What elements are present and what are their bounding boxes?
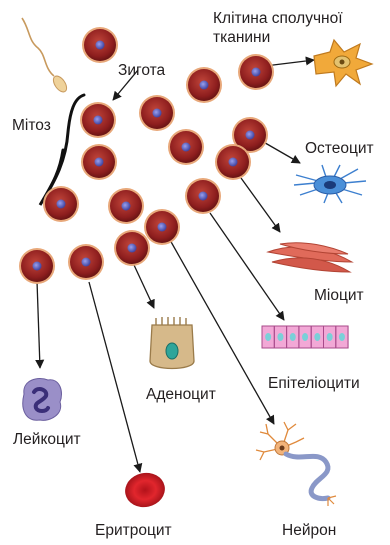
dividing-cell (108, 188, 144, 224)
dividing-cell (81, 144, 117, 180)
label-neuron: Нейрон (282, 522, 336, 540)
erythrocyte-icon (122, 469, 168, 511)
epithelial-nucleus (277, 333, 283, 341)
label-connective-cell-line2: тканини (213, 29, 270, 47)
adenocyte-icon (150, 317, 194, 369)
label-zygote: Зигота (118, 62, 165, 80)
arrow-to-adenocyte (134, 265, 154, 308)
label-osteocyte: Остеоцит (305, 140, 374, 158)
arrow-to-leukocyte (37, 281, 40, 368)
myocyte-icon (268, 243, 352, 272)
dividing-cell (68, 244, 104, 280)
epithelial-nucleus (265, 333, 271, 341)
sperm-icon (22, 18, 69, 94)
label-erythrocyte: Еритроцит (95, 522, 172, 540)
arrow-to-erythrocyte (89, 282, 140, 472)
dividing-cell (19, 248, 55, 284)
connective-cell-icon (314, 40, 372, 86)
label-leukocyte: Лейкоцит (13, 431, 81, 449)
arrow-to-osteocyte (260, 140, 300, 163)
label-connective-cell-line1: Клітина сполучної (213, 10, 343, 28)
dividing-cell (82, 27, 118, 63)
dividing-cell (215, 144, 251, 180)
arrow-to-epithelial (210, 213, 284, 320)
epithelial-nucleus (290, 333, 296, 341)
dividing-cell (185, 178, 221, 214)
dividing-cell (139, 95, 175, 131)
dividing-cell (144, 209, 180, 245)
dividing-cell (168, 129, 204, 165)
epithelial-nucleus (302, 333, 308, 341)
label-epithelial: Епітеліоцити (268, 375, 360, 393)
epithelial-nucleus (327, 333, 333, 341)
osteocyte-icon (294, 165, 366, 203)
zygote-cell (80, 102, 116, 138)
neuron-icon (256, 422, 336, 506)
epithelial-cells-icon (262, 326, 348, 348)
dividing-cell (43, 186, 79, 222)
arrow-to-myocyte (241, 178, 280, 232)
dividing-cell (238, 54, 274, 90)
dividing-cell (186, 67, 222, 103)
label-mitosis: Мітоз (12, 117, 51, 135)
epithelial-nucleus (314, 333, 320, 341)
label-myocyte: Міоцит (314, 287, 364, 305)
leukocyte-icon (23, 379, 62, 421)
epithelial-nucleus (339, 333, 345, 341)
dividing-cell (114, 230, 150, 266)
label-adenocyte: Аденоцит (146, 386, 216, 404)
